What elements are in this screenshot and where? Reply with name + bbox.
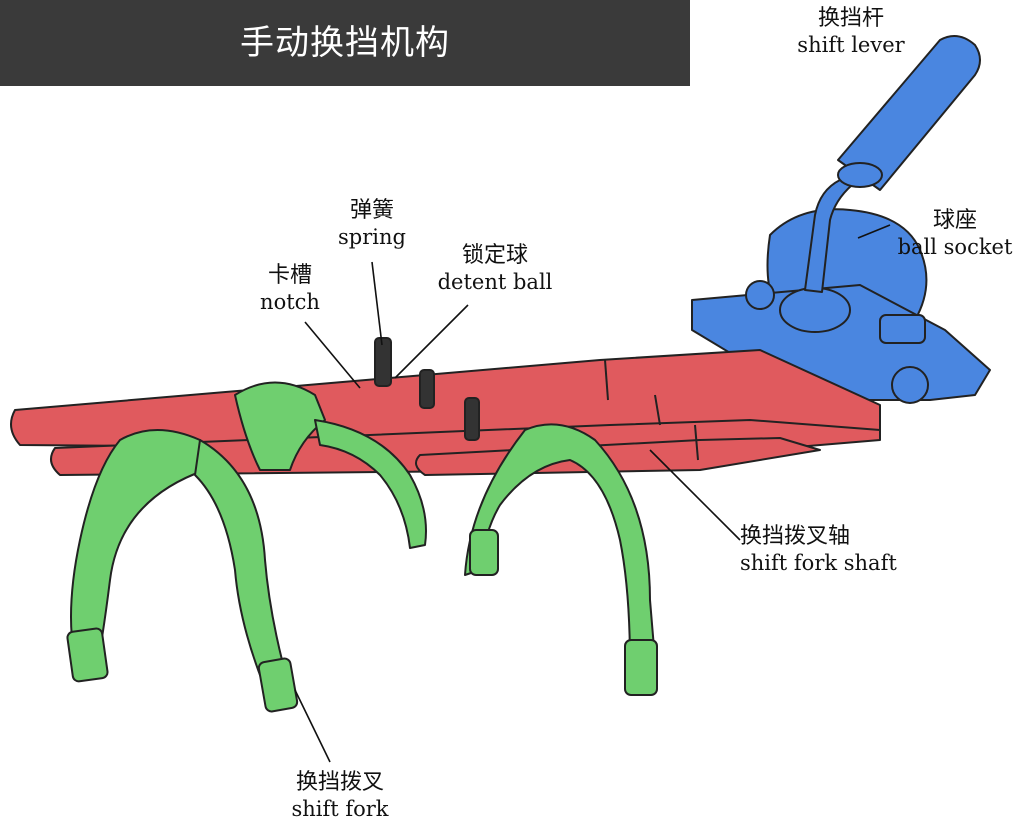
label-ball-socket: 球座 ball socket: [897, 208, 1013, 259]
page-title: 手动换挡机构: [240, 23, 450, 63]
label-shift-lever: 换挡杆 shift lever: [797, 6, 905, 57]
shift-lever: [804, 35, 981, 293]
leader-lines: [294, 224, 891, 763]
title-bar: [0, 0, 690, 86]
label-notch: 卡槽 notch: [260, 263, 320, 314]
shift-forks: [66, 381, 658, 713]
label-spring: 弹簧 spring: [338, 198, 406, 249]
detent-springs: [374, 337, 480, 441]
label-detent-ball: 锁定球 detent ball: [437, 243, 553, 294]
label-shift-fork: 换挡拨叉 shift fork: [291, 770, 389, 821]
label-shift-fork-shaft: 换挡拨叉轴 shift fork shaft: [740, 524, 897, 575]
